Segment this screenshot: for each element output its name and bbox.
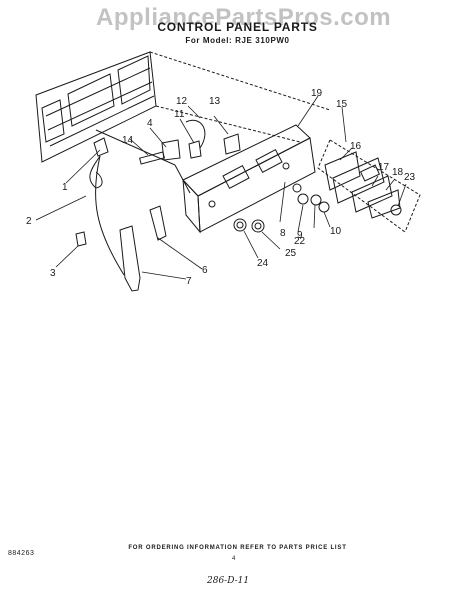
callout-25: 25	[285, 248, 297, 259]
handwritten-note: 286-D-11	[207, 576, 250, 586]
console-outline	[95, 51, 331, 194]
callout-22: 22	[294, 236, 306, 247]
control-panel-part	[182, 124, 316, 234]
model-subtitle: For Model: RJE 310PW0	[185, 36, 290, 45]
callout-4: 4	[147, 118, 153, 129]
watermark: AppliancePartsPros.com	[96, 4, 392, 31]
callout-19: 19	[311, 88, 323, 99]
callout-13: 13	[209, 96, 221, 107]
right-housing-part	[317, 139, 421, 233]
callout-labels: 1 2 3 4 6 7 8 9 10 11 12 13 14 15 16 17 …	[26, 88, 416, 287]
callout-8: 8	[280, 228, 286, 239]
callout-3: 3	[50, 268, 56, 279]
callout-10: 10	[330, 226, 342, 237]
callout-17: 17	[378, 162, 390, 173]
back-panel-part	[35, 51, 157, 163]
knob-parts	[233, 183, 402, 233]
page-number: 4	[232, 556, 236, 562]
bracket-parts	[119, 205, 167, 292]
callout-12: 12	[176, 96, 188, 107]
callout-1: 1	[62, 182, 68, 193]
leader-lines	[35, 95, 407, 280]
cord-parts	[75, 137, 125, 276]
callout-7: 7	[186, 276, 192, 287]
callout-18: 18	[392, 167, 404, 178]
diagram-code: 884263	[8, 550, 35, 557]
callout-9: 9	[297, 230, 303, 241]
callout-16: 16	[350, 141, 362, 152]
callout-14: 14	[122, 135, 134, 146]
callout-24: 24	[257, 258, 269, 269]
callout-11: 11	[174, 109, 185, 120]
page-title: CONTROL PANEL PARTS	[157, 20, 318, 34]
callout-23: 23	[404, 172, 416, 183]
ordering-note: FOR ORDERING INFORMATION REFER TO PARTS …	[128, 545, 347, 551]
callout-6: 6	[202, 265, 208, 276]
callout-15: 15	[336, 99, 348, 110]
switch-parts	[139, 119, 241, 165]
callout-2: 2	[26, 216, 32, 227]
